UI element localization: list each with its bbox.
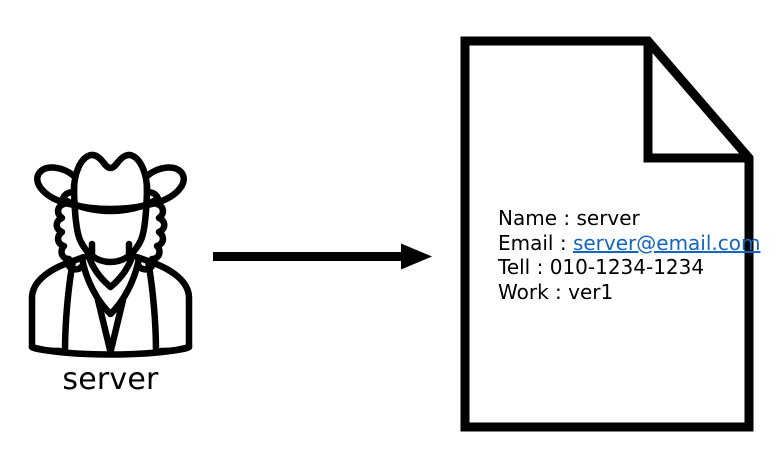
actor-server-node[interactable]: server [18, 148, 203, 418]
field-label-work: Work : [498, 279, 569, 304]
right-arrow-icon [205, 236, 445, 284]
document-folded-corner-icon [452, 28, 762, 440]
email-link[interactable]: server@email.com [572, 230, 761, 255]
field-value-name: server [576, 206, 640, 230]
field-row-tell: Tell : 010-1234-1234 [498, 255, 750, 280]
field-value-tell: 010-1234-1234 [549, 255, 705, 280]
field-label-tell: Tell : [498, 255, 550, 280]
document-card[interactable]: Name : server Email : server@email.com T… [452, 28, 762, 440]
cowboy-person-icon [18, 148, 203, 358]
field-row-email: Email : server@email.com [498, 230, 761, 256]
field-value-work: ver1 [568, 279, 614, 304]
document-fields: Name : server Email : server@email.com T… [498, 206, 761, 305]
actor-label: server [62, 362, 159, 397]
field-label-name: Name : [498, 206, 577, 230]
field-label-email: Email : [498, 230, 573, 255]
field-row-name: Name : server [498, 206, 750, 231]
field-row-work: Work : ver1 [498, 280, 750, 305]
